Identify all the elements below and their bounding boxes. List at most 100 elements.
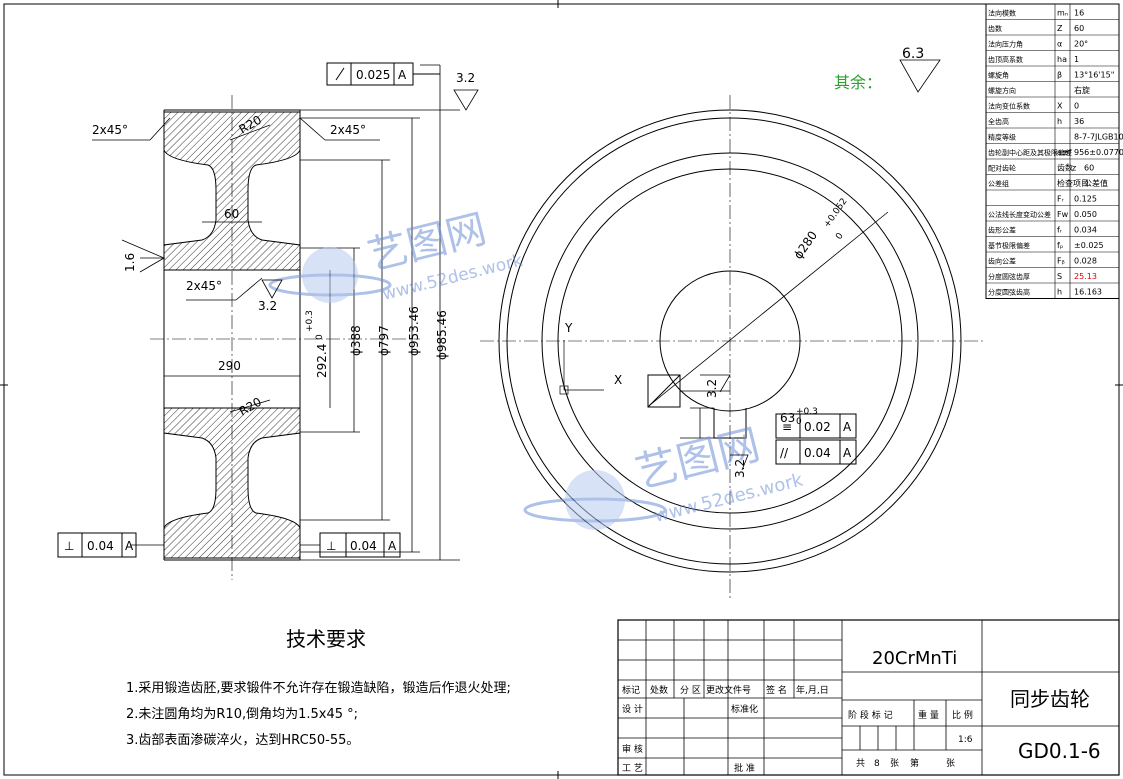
tech-item-1: 1.采用锻造齿胚,要求锻件不允许存在锻造缺陷，锻造后作退火处理; — [126, 680, 511, 696]
other-label: 其余： — [834, 73, 882, 92]
tb-total-n: 8 — [874, 759, 880, 769]
param-cell: 齿数 — [988, 24, 1002, 33]
tb-code: GD0.1-6 — [1018, 739, 1101, 763]
param-cell: 法向模数 — [988, 9, 1016, 18]
tb-h-date: 年,月,日 — [796, 684, 829, 696]
param-cell: α — [1057, 40, 1062, 49]
param-cell: 右旋 — [1074, 85, 1090, 95]
param-cell: Fw — [1057, 210, 1069, 219]
param-cell: 16 — [1074, 9, 1084, 18]
param-cell: 0.028 — [1074, 257, 1097, 266]
param-cell: ±0.025 — [1074, 241, 1104, 250]
param-cell: 13°16'15" — [1074, 71, 1114, 80]
title-block — [617, 619, 1120, 776]
title-block-text: 20CrMnTi 同步齿轮 GD0.1-6 1:6 标记 处数 分 区 更改文件… — [622, 648, 1101, 774]
param-cell: 60 — [1074, 24, 1084, 33]
param-cell: 螺旋角 — [988, 71, 1009, 80]
dim-290: 290 — [218, 359, 241, 373]
par-sym: // — [780, 446, 789, 460]
dim-292-tol: +0.3 — [305, 310, 315, 332]
other-rough-value: 6.3 — [902, 46, 924, 62]
param-cell: 齿向公差 — [988, 257, 1016, 266]
param-cell: 0.050 — [1074, 210, 1097, 219]
chamfer-top-left: 2x45° — [92, 123, 128, 137]
param-cell: 16.163 — [1074, 288, 1102, 297]
rough-3-2-key: 3.2 — [733, 459, 747, 478]
tb-page: 第 — [910, 757, 919, 769]
rough-3-2-mid: 3.2 — [705, 379, 719, 398]
tb-scale: 1:6 — [958, 735, 973, 745]
tech-item-2: 2.未注圆角均为R10,倒角均为1.5x45 °; — [126, 707, 358, 722]
runout-value: 0.025 — [356, 68, 390, 82]
param-cell: X — [1057, 102, 1063, 111]
gdt-parallel: // 0.04 A — [775, 439, 857, 465]
param-cell: S — [1057, 272, 1062, 281]
rough-3-2-top: 3.2 — [456, 71, 475, 85]
param-cell: mₙ — [1057, 9, 1068, 18]
param-cell: 1 — [1074, 55, 1079, 64]
watermark-1: 艺图网 www.52des.work — [268, 206, 525, 305]
param-cell: h — [1057, 117, 1062, 126]
dim-953: ϕ953.46 — [407, 306, 421, 356]
tb-h-mark: 标记 — [622, 684, 640, 696]
perp-right-sym: ⊥ — [326, 539, 336, 553]
section-dims — [164, 109, 460, 561]
param-cell: ha — [1057, 55, 1067, 64]
front-view — [480, 95, 985, 600]
tb-approve: 批 准 — [734, 762, 755, 774]
chamfer-top-right: 2x45° — [330, 123, 366, 137]
dim-key-tol: +0.3 — [796, 407, 818, 417]
param-cell: fᵣ — [1057, 226, 1063, 235]
section-hatch — [163, 111, 301, 559]
sym-sym: ≡ — [782, 420, 792, 434]
tb-sheets: 张 — [890, 758, 899, 769]
param-cell: β — [1057, 71, 1062, 80]
par-value: 0.04 — [804, 446, 831, 460]
watermark-2: 艺图网 www.52des.work — [523, 420, 806, 530]
tb-craft: 工 艺 — [622, 763, 643, 774]
tech-requirements: 技术要求 1.采用锻造齿胚,要求锻件不允许存在锻造缺陷，锻造后作退火处理; 2.… — [126, 627, 511, 748]
tb-design: 设 计 — [622, 703, 643, 715]
tb-weight: 重 量 — [918, 709, 939, 721]
dim-bore-tol2: 0 — [834, 231, 846, 242]
perp-left-sym: ⊥ — [64, 539, 74, 553]
param-cell: 60 — [1084, 164, 1094, 173]
param-cell: 0.125 — [1074, 195, 1097, 204]
sym-value: 0.02 — [804, 420, 831, 434]
param-cell: 25.13 — [1074, 272, 1097, 281]
perp-left-ref: A — [125, 539, 134, 553]
sym-ref: A — [843, 420, 852, 434]
param-cell: a±f — [1057, 148, 1072, 157]
tb-material: 20CrMnTi — [872, 648, 957, 669]
param-cell: Z — [1057, 24, 1063, 33]
param-cell: 36 — [1074, 117, 1084, 126]
dim-key-tol2: 0 — [796, 417, 802, 427]
chamfer-mid-left: 2x45° — [186, 279, 222, 293]
gdt-symmetry: ≡ 0.02 A — [775, 413, 857, 439]
param-cell: 公差值 — [1084, 178, 1108, 188]
param-cell: 齿轮副中心距及其极限偏差 — [988, 148, 1072, 157]
param-cell: 法向压力角 — [988, 40, 1023, 49]
param-cell: 齿顶高系数 — [988, 55, 1023, 64]
dim-292: 292.4 — [315, 344, 329, 378]
tb-ratio: 比 例 — [952, 709, 973, 721]
tb-stage: 阶 段 标 记 — [848, 709, 893, 721]
tb-page-s: 张 — [946, 758, 955, 769]
roughness-symbols — [121, 59, 941, 471]
perp-right-ref: A — [388, 539, 397, 553]
param-cell: Fᵣ — [1057, 195, 1065, 204]
param-cell: 20° — [1074, 40, 1088, 49]
gdt-perp-right: ⊥ 0.04 A — [319, 532, 401, 558]
dim-292-tol2: 0 — [315, 334, 325, 340]
param-cell: Fᵦ — [1057, 257, 1065, 266]
runout-ref: A — [398, 68, 407, 82]
leaders — [92, 64, 441, 546]
gdt-runout: 0.025 A — [326, 62, 440, 86]
param-cell: 检查项目 — [1057, 178, 1089, 188]
param-cell: 全齿高 — [988, 117, 1009, 126]
param-cell: 0 — [1074, 102, 1079, 111]
param-cell: 8-7-7JLGB10095-88 — [1074, 133, 1123, 142]
dim-985: ϕ985.46 — [435, 310, 449, 360]
tb-h-count: 处数 — [650, 684, 668, 696]
